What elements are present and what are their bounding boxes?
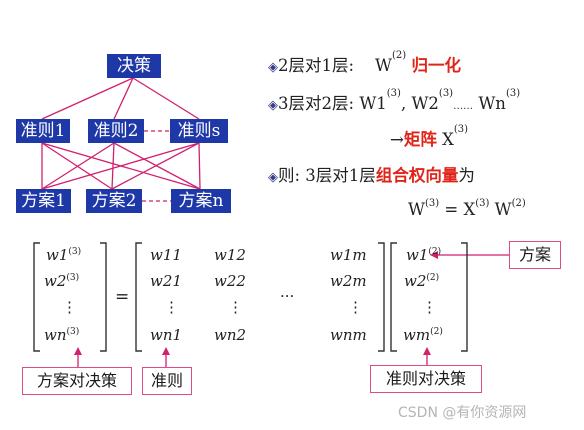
bracket-lhs-right <box>100 242 107 352</box>
edge-c2-a2 <box>111 142 115 190</box>
rhs-entry-vdots: ⋮ <box>422 298 437 316</box>
matrix-cell-1-1: w11 <box>150 246 182 264</box>
matrix-cell-n-2: wn2 <box>214 326 247 344</box>
edge-root-criterion2 <box>113 77 134 120</box>
diamond-bullet-icon: ◈ <box>268 60 278 75</box>
watermark: CSDN @有你资源网 <box>398 405 527 421</box>
edge-cs-an <box>198 142 201 190</box>
label-zhunze-duice: 准则对决策 <box>370 365 482 393</box>
label-fangan: 方案 <box>509 241 561 269</box>
edge-cs-a2 <box>111 142 200 190</box>
bracket-rhs-left <box>390 242 397 352</box>
bracket-rhs-right <box>461 242 468 352</box>
node-alternative-2: 方案2 <box>86 189 142 213</box>
edge-cs-a1 <box>41 142 200 190</box>
node-alternative-n: 方案n <box>171 189 231 213</box>
lhs-entry-vdots: ⋮ <box>62 298 77 316</box>
label-zhunze: 准则 <box>142 367 192 395</box>
text-line-1: ◈2层对1层: W(2) 归一化 <box>268 50 461 75</box>
arrowhead-fangan-duice <box>74 347 82 355</box>
bracket-lhs-left <box>33 242 40 352</box>
lhs-entry-n: wn(3) <box>44 326 80 344</box>
arrowhead-zhunze-duice <box>423 347 431 355</box>
node-criterion-1: 准则1 <box>16 119 70 143</box>
matrix-cell-1-2: w12 <box>214 246 246 264</box>
edge-root-criterions <box>132 77 200 120</box>
matrix-cell-n-1: wn1 <box>150 326 183 344</box>
bracket-matrix-left <box>135 242 142 352</box>
label-fangan-duice: 方案对决策 <box>22 367 132 395</box>
node-decision: 决策 <box>107 54 161 78</box>
text-line-3: →矩阵 X(3) <box>390 124 468 149</box>
rhs-entry-2: w2(2) <box>404 272 440 290</box>
lhs-entry-1: w1(3) <box>46 246 82 264</box>
matrix-cell-n-m: wnm <box>330 326 367 344</box>
diamond-bullet-icon: ◈ <box>268 170 278 185</box>
matrix-cell-2-m: w2m <box>330 272 367 290</box>
rhs-entry-m: wm(2) <box>403 326 443 344</box>
matrix-cell-2-2: w22 <box>214 272 246 290</box>
edge-root-criterion1 <box>41 77 134 120</box>
matrix-hdots: ··· <box>280 287 295 305</box>
text-line-5: W(3) = X(3) W(2) <box>408 198 526 219</box>
lhs-entry-2: w2(3) <box>44 272 80 290</box>
edge-c2-a1 <box>41 142 115 190</box>
arrowhead-fangan <box>430 251 438 259</box>
node-criterion-2: 准则2 <box>88 119 144 143</box>
matrix-vdots-2: ⋮ <box>228 298 243 316</box>
text-line-4: ◈则: 3层对1层组合权向量为 <box>268 166 475 185</box>
node-alternative-1: 方案1 <box>16 189 71 213</box>
bracket-matrix-right <box>378 242 385 352</box>
rhs-entry-1: w1(2) <box>406 246 442 264</box>
matrix-vdots-m: ⋮ <box>348 298 363 316</box>
node-criterion-s: 准则s <box>170 119 228 143</box>
matrix-cell-2-1: w21 <box>150 272 182 290</box>
matrix-vdots-1: ⋮ <box>164 298 179 316</box>
edge-c2-an <box>113 142 201 190</box>
arrowhead-zhunze <box>162 347 170 355</box>
equals-sign: = <box>115 287 130 307</box>
text-line-2: ◈3层对2层: W1(3), W2(3)…… Wn(3) <box>268 88 521 113</box>
diamond-bullet-icon: ◈ <box>268 98 278 113</box>
matrix-cell-1-m: w1m <box>330 246 367 264</box>
